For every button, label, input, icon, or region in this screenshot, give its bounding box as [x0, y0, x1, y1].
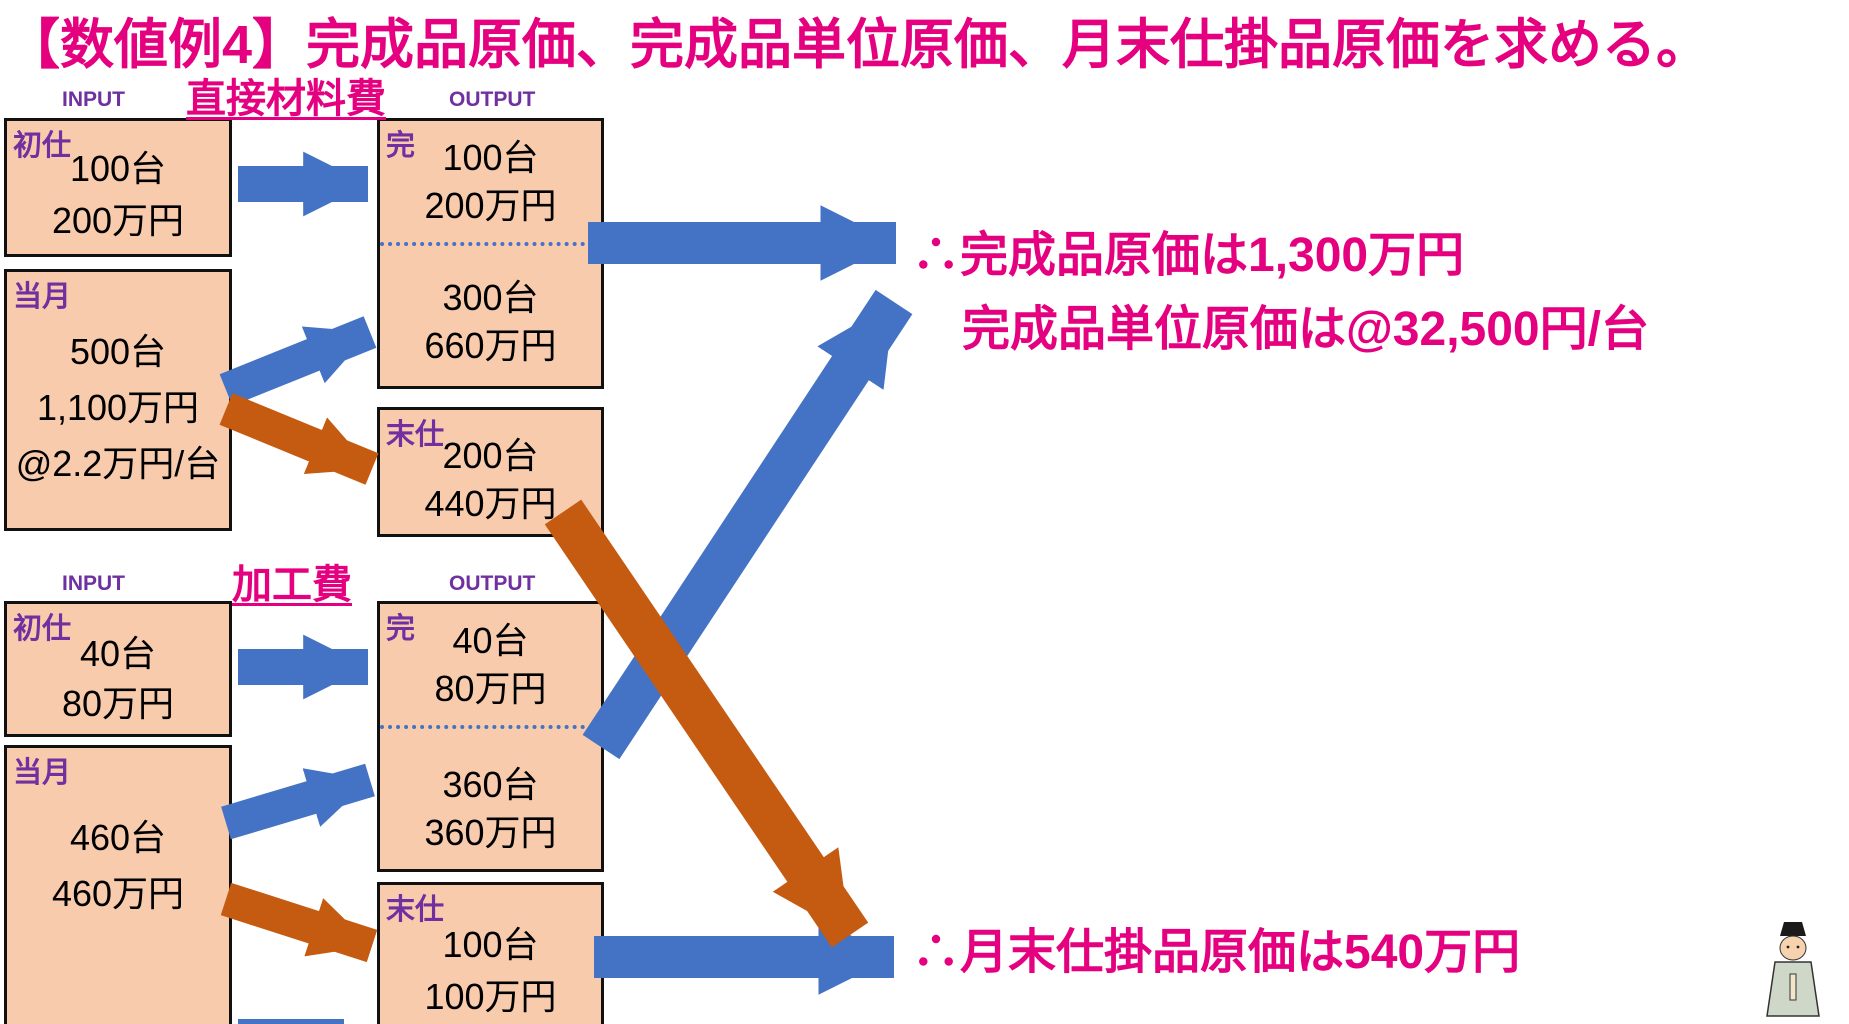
box-tag: 当月 — [13, 757, 72, 789]
box-tag: 初仕 — [13, 130, 72, 162]
arrow-conversion-current-to-completed — [221, 763, 375, 840]
arrow-conversion-current-to-ending — [220, 882, 378, 963]
box-qty: 300台 — [442, 277, 539, 319]
conversion-output-label: OUTPUT — [449, 572, 536, 595]
material-completed-box: 完 100台 200万円 300台 660万円 — [377, 118, 604, 389]
box-tag: 初仕 — [13, 613, 72, 645]
box-amount: 360万円 — [424, 812, 557, 853]
box-tag: 完 — [386, 130, 416, 162]
box-qty: 100台 — [442, 924, 539, 965]
conversion-cost-label: 加工費 — [232, 563, 352, 607]
box-amount: 80万円 — [61, 683, 175, 724]
arrow-material-current-to-ending — [219, 393, 379, 485]
box-tag: 完 — [386, 613, 416, 645]
box-qty: 100台 — [442, 136, 539, 178]
material-cost-label: 直接材料費 — [186, 77, 386, 121]
conclusion-ending-wip-cost: ∴月末仕掛品原価は540万円 — [912, 926, 1521, 979]
box-qty: 40台 — [79, 633, 157, 675]
conclusion-unit-cost: 完成品単位原価は@32,500円/台 — [962, 303, 1649, 356]
box-amount: 1,100万円 — [36, 386, 200, 428]
box-amount: 80万円 — [434, 667, 547, 709]
conversion-ending-wip-box: 末仕 100台 100万円 — [377, 882, 604, 1024]
box-amount: 200万円 — [51, 199, 185, 241]
box-qty: 40台 — [452, 619, 529, 661]
box-amount: 100万円 — [424, 975, 557, 1017]
box-qty: 100台 — [69, 148, 167, 189]
box-amount: 440万円 — [424, 483, 557, 524]
box-qty: 360台 — [442, 764, 539, 806]
material-current-input-box: 当月 500台 1,100万円 @2.2万円/台 — [4, 269, 232, 531]
box-amount: 460万円 — [51, 872, 185, 914]
box-tag: 当月 — [13, 281, 72, 313]
box-tag: 末仕 — [386, 419, 445, 451]
arrow-material-current-to-completed — [219, 316, 377, 406]
conclusion-completed-cost: ∴完成品原価は1,300万円 — [912, 229, 1465, 282]
conversion-input-label: INPUT — [62, 572, 125, 595]
material-beginning-wip-box: 初仕 100台 200万円 — [4, 118, 232, 257]
box-qty: 200台 — [442, 435, 539, 477]
page-title: 【数値例4】完成品原価、完成品単位原価、月末仕掛品原価を求める。 — [6, 15, 1711, 75]
conversion-completed-box: 完 40台 80万円 360台 360万円 — [377, 601, 604, 872]
box-tag: 末仕 — [386, 894, 445, 926]
box-qty: 460台 — [69, 817, 167, 858]
material-output-label: OUTPUT — [449, 88, 536, 111]
material-ending-wip-box: 末仕 200台 440万円 — [377, 407, 604, 537]
box-amount: 660万円 — [424, 325, 557, 366]
box-qty: 500台 — [69, 331, 167, 372]
arrow-conversion-completed-to-conclusion — [582, 289, 913, 760]
arrow-material-ending-to-conclusion — [544, 499, 869, 948]
conversion-beginning-wip-box: 初仕 40台 80万円 — [4, 601, 232, 737]
material-input-label: INPUT — [62, 88, 125, 111]
mascot-icon — [1766, 922, 1820, 1017]
box-amount: 200万円 — [424, 184, 557, 226]
bottom-blue-strip — [238, 1019, 344, 1024]
box-unit-cost: @2.2万円/台 — [15, 442, 221, 484]
conversion-current-input-box: 当月 460台 460万円 — [4, 745, 232, 1024]
